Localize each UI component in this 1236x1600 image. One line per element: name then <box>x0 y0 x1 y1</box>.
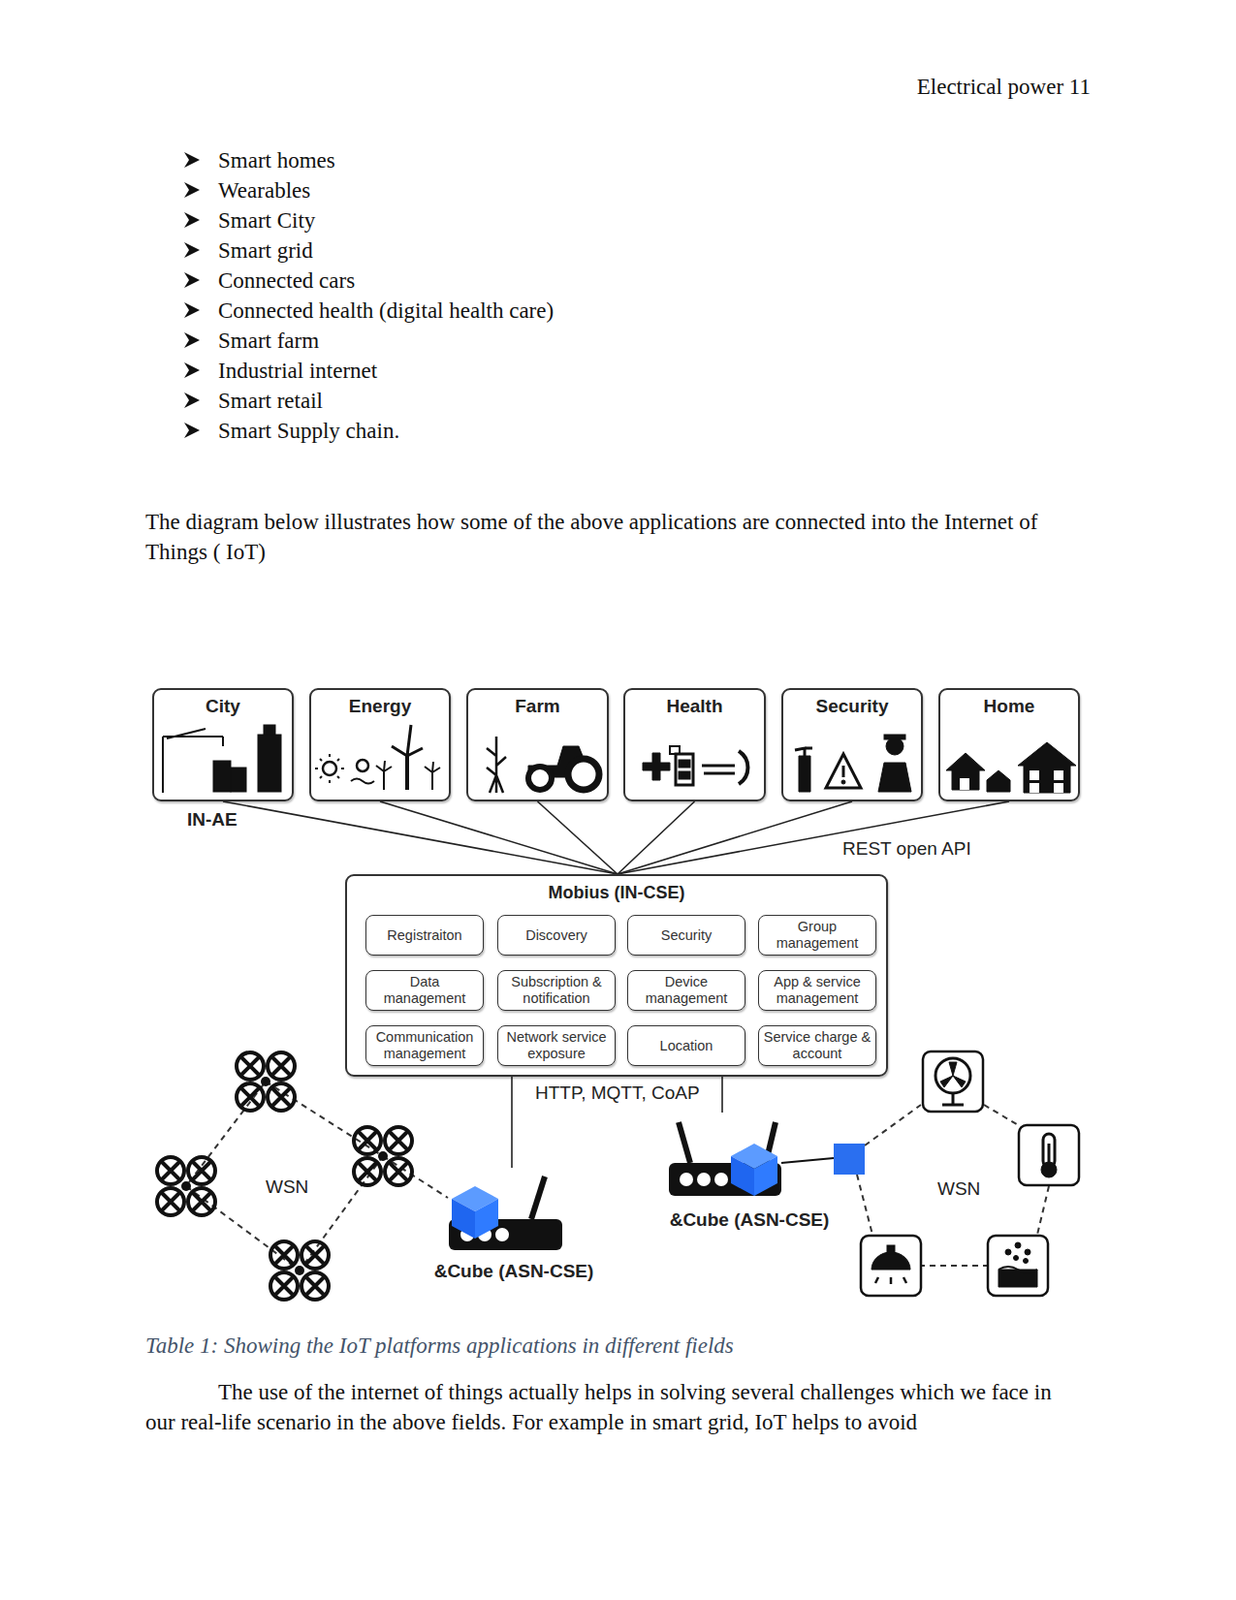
function-name: Discovery <box>525 927 588 945</box>
diagram-label: IN-AE <box>184 809 241 831</box>
domain-box: City <box>152 688 294 802</box>
function-box: Group management <box>758 915 877 956</box>
bullet-item: Smart Supply chain. <box>218 415 400 446</box>
function-name: Service charge & account <box>761 1029 873 1062</box>
function-name: Registraiton <box>386 927 462 945</box>
connector-line <box>617 801 1010 875</box>
diagram-label: WSN <box>934 1178 983 1201</box>
domain-box: Energy <box>309 688 451 802</box>
function-box: Subscription & notification <box>497 970 616 1012</box>
platform-title: Mobius (IN-CSE) <box>347 883 887 904</box>
function-name: Group management <box>761 919 873 951</box>
domain-title: Health <box>625 696 764 718</box>
bullet-item: Smart retail <box>218 385 323 416</box>
figure-caption: Table 1: Showing the IoT platforms appli… <box>145 1331 734 1362</box>
connector-line <box>510 1077 513 1169</box>
domain-title: Farm <box>468 696 607 718</box>
connector-line <box>617 801 696 875</box>
page-header: Electrical power 11 <box>917 71 1091 102</box>
connector-line <box>380 801 618 875</box>
connector-line <box>538 801 619 875</box>
diagram-label: WSN <box>262 1176 312 1199</box>
function-box: App & service management <box>758 970 877 1012</box>
function-box: Discovery <box>497 915 616 956</box>
function-name: Network service exposure <box>501 1029 612 1062</box>
gateway-name: &Cube (ASN-CSE) <box>669 1209 830 1232</box>
function-box: Location <box>627 1025 746 1067</box>
function-box: Device management <box>627 970 746 1012</box>
domain-box: Home <box>938 688 1080 802</box>
function-name: Device management <box>631 974 742 1007</box>
connector-line <box>721 1077 724 1113</box>
paragraph: The use of the internet of things actual… <box>145 1377 1062 1438</box>
domain-title: Security <box>783 696 921 718</box>
bullet-item: Industrial internet <box>218 355 378 386</box>
function-box: Service charge & account <box>758 1025 877 1067</box>
function-name: Subscription & notification <box>501 974 612 1007</box>
function-name: Security <box>661 927 712 945</box>
bullet-item: Smart farm <box>218 325 319 356</box>
function-box: Security <box>627 915 746 956</box>
connector-line <box>222 801 618 875</box>
domain-title: Energy <box>311 696 449 718</box>
domain-title: Home <box>940 696 1078 718</box>
bullet-item: Smart grid <box>218 235 314 266</box>
domain-box: Farm <box>466 688 609 802</box>
bullet-item: Smart City <box>218 205 316 236</box>
function-box: Data management <box>365 970 484 1012</box>
domain-box: Health <box>623 688 766 802</box>
bullet-item: Connected cars <box>218 265 355 296</box>
gateway-node: &Cube (ASN-CSE) <box>647 1112 852 1232</box>
bullet-item: Smart homes <box>218 145 336 176</box>
gateway-name: &Cube (ASN-CSE) <box>434 1261 595 1283</box>
function-box: Network service exposure <box>497 1025 616 1067</box>
bullet-item: Wearables <box>218 175 311 206</box>
diagram-label: REST open API <box>839 838 975 860</box>
gateway-node: &Cube (ASN-CSE) <box>426 1168 602 1283</box>
bullet-item: Connected health (digital health care) <box>218 295 554 326</box>
function-name: App & service management <box>761 974 873 1007</box>
paragraph: The diagram below illustrates how some o… <box>145 507 1096 568</box>
function-box: Communication management <box>365 1025 484 1067</box>
function-name: Location <box>660 1038 714 1055</box>
function-box: Registraiton <box>365 915 484 956</box>
function-name: Communication management <box>369 1029 480 1062</box>
domain-title: City <box>154 696 292 718</box>
diagram-label: HTTP, MQTT, CoAP <box>532 1082 703 1105</box>
platform-box: Mobius (IN-CSE) Registraiton Discovery Secu… <box>345 874 888 1078</box>
domain-box: Security <box>781 688 923 802</box>
function-name: Data management <box>369 974 480 1007</box>
